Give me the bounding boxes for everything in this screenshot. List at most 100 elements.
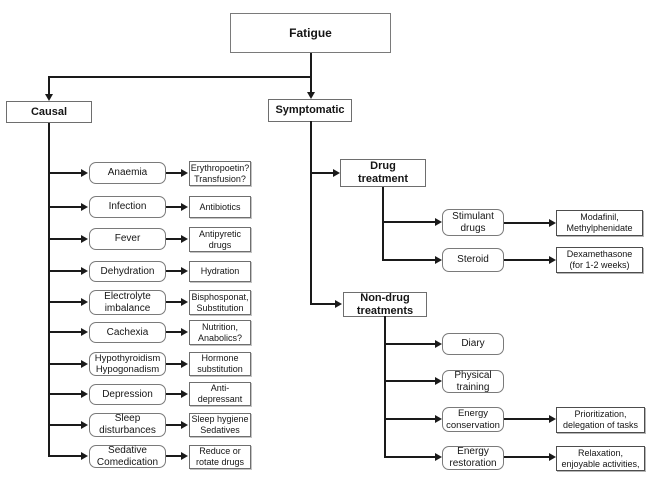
- edge-arrow-to-symptomatic: [307, 76, 315, 99]
- edge-to-nondrug-treatments: [310, 300, 342, 308]
- node-diary-label: Diary: [461, 338, 485, 350]
- node-depression: Depression: [89, 384, 166, 405]
- node-fatigue-label: Fatigue: [289, 25, 332, 40]
- node-depression-label: Depression: [102, 388, 153, 400]
- node-sleep-disturbances: Sleep disturbances: [89, 413, 166, 437]
- edge-to-anaemia: [48, 169, 88, 177]
- edge-fever-treatment: [166, 235, 188, 243]
- node-electrolyte-imbalance-label: Electrolyte imbalance: [104, 290, 151, 314]
- node-antidepressant-label: Anti- depressant: [197, 383, 243, 404]
- edge-to-depression: [48, 390, 88, 398]
- edge-to-sleep: [48, 421, 88, 429]
- edge-to-drug-treatment: [310, 169, 340, 177]
- node-reduce-rotate-drugs-label: Reduce or rotate drugs: [195, 446, 245, 467]
- node-infection-label: Infection: [108, 201, 147, 213]
- edge-to-stimulant-drugs: [382, 218, 442, 226]
- node-nutrition-label: Nutrition, Anabolics?: [197, 321, 243, 343]
- node-drug-treatment: Drug treatment: [340, 159, 426, 187]
- node-nondrug-treatments-label: Non-drug treatments: [356, 291, 414, 317]
- node-antidepressant: Anti- depressant: [189, 382, 251, 406]
- node-fever-label: Fever: [114, 233, 141, 245]
- node-fatigue: Fatigue: [230, 13, 391, 53]
- node-hypothyroidism: Hypothyroidism Hypogonadism: [89, 352, 166, 376]
- edge-depression-treatment: [166, 390, 188, 398]
- node-dehydration-label: Dehydration: [100, 265, 155, 277]
- node-anaemia: Anaemia: [89, 162, 166, 184]
- edge-drug-spine: [382, 187, 384, 260]
- edge-dehydration-treatment: [166, 267, 188, 275]
- edge-hypothyroidism-treatment: [166, 360, 188, 368]
- edge-infection-treatment: [166, 203, 188, 211]
- edge-restoration-detail: [504, 453, 556, 461]
- node-physical-training-label: Physical training: [454, 369, 492, 393]
- node-energy-restoration: Energy restoration: [442, 446, 504, 470]
- node-antipyretic-drugs-label: Antipyretic drugs: [198, 228, 242, 250]
- edge-to-cachexia: [48, 328, 88, 336]
- node-stimulant-drugs: Stimulant drugs: [442, 209, 504, 236]
- node-causal-label: Causal: [30, 105, 68, 118]
- edge-to-physical-training: [384, 377, 442, 385]
- edge-arrow-to-causal: [45, 76, 53, 101]
- edge-steroid-detail: [504, 256, 556, 264]
- node-modafinil: Modafinil, Methylphenidate: [556, 210, 643, 236]
- edge-split-bar: [48, 76, 311, 78]
- node-infection: Infection: [89, 196, 166, 218]
- edge-anaemia-treatment: [166, 169, 188, 177]
- node-symptomatic-label: Symptomatic: [275, 104, 345, 117]
- node-causal: Causal: [6, 101, 92, 123]
- edge-to-steroid: [382, 256, 442, 264]
- node-erythropoetin-label: Erythropoetin? Transfusion?: [190, 162, 250, 184]
- edge-to-hypothyroidism: [48, 360, 88, 368]
- node-dexamethasone-label: Dexamethasone (for 1-2 weeks): [566, 249, 633, 270]
- node-dehydration: Dehydration: [89, 261, 166, 282]
- node-hormone-substitution: Hormone substitution: [189, 352, 251, 376]
- node-hydration: Hydration: [189, 261, 251, 282]
- edge-to-electrolyte: [48, 298, 88, 306]
- node-prioritization: Prioritization, delegation of tasks: [556, 407, 645, 433]
- node-sleep-hygiene: Sleep hygiene Sedatives: [189, 413, 251, 437]
- node-sedative-comedication-label: Sedative Comedication: [96, 444, 159, 468]
- node-anaemia-label: Anaemia: [107, 167, 148, 179]
- node-steroid: Steroid: [442, 248, 504, 272]
- node-sleep-hygiene-label: Sleep hygiene Sedatives: [191, 414, 249, 435]
- edge-stimulant-detail: [504, 219, 556, 227]
- edge-to-fever: [48, 235, 88, 243]
- node-stimulant-drugs-label: Stimulant drugs: [452, 210, 494, 234]
- node-steroid-label: Steroid: [457, 254, 489, 266]
- edge-sleep-treatment: [166, 421, 188, 429]
- edge-to-diary: [384, 340, 442, 348]
- node-hormone-substitution-label: Hormone substitution: [197, 353, 243, 374]
- node-reduce-rotate-drugs: Reduce or rotate drugs: [189, 445, 251, 469]
- node-energy-conservation-label: Energy conservation: [446, 408, 500, 431]
- node-fever: Fever: [89, 228, 166, 250]
- edge-electrolyte-treatment: [166, 298, 188, 306]
- node-relaxation: Relaxation, enjoyable activities,: [556, 446, 645, 471]
- node-prioritization-label: Prioritization, delegation of tasks: [562, 409, 639, 430]
- node-antibiotics-label: Antibiotics: [199, 201, 241, 212]
- node-sleep-disturbances-label: Sleep disturbances: [99, 413, 156, 436]
- node-energy-conservation: Energy conservation: [442, 407, 504, 432]
- node-modafinil-label: Modafinil, Methylphenidate: [566, 212, 633, 233]
- node-relaxation-label: Relaxation, enjoyable activities,: [561, 447, 640, 469]
- edge-to-sedative: [48, 452, 88, 460]
- node-symptomatic: Symptomatic: [268, 99, 352, 122]
- node-bisphosponat: Bisphosponat, Substitution: [189, 290, 251, 315]
- node-sedative-comedication: Sedative Comedication: [89, 445, 166, 468]
- node-drug-treatment-label: Drug treatment: [357, 160, 409, 185]
- edge-conservation-detail: [504, 415, 556, 423]
- node-antipyretic-drugs: Antipyretic drugs: [189, 227, 251, 252]
- node-hydration-label: Hydration: [200, 266, 240, 277]
- node-cachexia: Cachexia: [89, 322, 166, 343]
- edge-nondrug-spine: [384, 316, 386, 458]
- edge-to-dehydration: [48, 267, 88, 275]
- node-dexamethasone: Dexamethasone (for 1-2 weeks): [556, 247, 643, 273]
- edge-causal-spine: [48, 123, 50, 457]
- node-diary: Diary: [442, 333, 504, 355]
- edge-to-energy-conservation: [384, 415, 442, 423]
- node-cachexia-label: Cachexia: [106, 326, 149, 338]
- edge-to-infection: [48, 203, 88, 211]
- edge-sedative-treatment: [166, 452, 188, 460]
- edge-fatigue-stem: [310, 53, 312, 76]
- edge-to-energy-restoration: [384, 453, 442, 461]
